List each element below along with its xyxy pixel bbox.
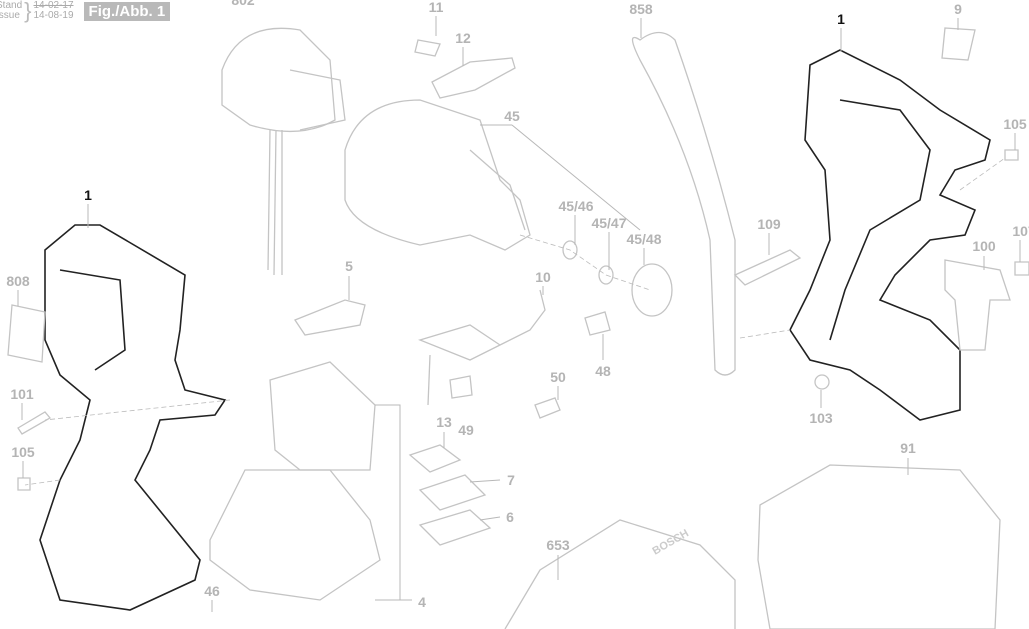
label-4[interactable]: 4 (418, 594, 426, 610)
issue-label: Issue (0, 10, 20, 21)
part-switch-4[interactable] (269, 361, 376, 471)
figure-badge: Fig./Abb. 1 (83, 1, 171, 21)
part-12[interactable] (431, 57, 516, 99)
part-labels: 802 11 12 858 1 9 45 45/46 45/47 45/48 1… (6, 0, 1029, 610)
part-motor-802[interactable] (221, 27, 346, 276)
label-11[interactable]: 11 (429, 0, 444, 15)
part-screw-101[interactable] (17, 411, 51, 435)
part-49[interactable] (449, 375, 473, 399)
part-gearbox-45[interactable] (344, 99, 531, 251)
part-48[interactable] (584, 311, 611, 336)
label-49[interactable]: 49 (458, 422, 474, 438)
label-105-right[interactable]: 105 (1003, 116, 1027, 132)
part-6[interactable] (418, 509, 492, 546)
stand-label: Stand (0, 0, 23, 11)
label-45-48[interactable]: 45/48 (626, 231, 661, 247)
label-46[interactable]: 46 (204, 583, 220, 599)
label-7[interactable]: 7 (507, 472, 515, 488)
part-base-4[interactable] (209, 469, 381, 601)
part-screw-107[interactable] (1014, 261, 1029, 276)
part-screw-105-right[interactable] (1004, 149, 1019, 161)
part-7[interactable] (418, 474, 487, 511)
label-808[interactable]: 808 (6, 273, 30, 289)
part-13[interactable] (408, 444, 462, 473)
label-45[interactable]: 45 (504, 108, 520, 124)
label-105-left[interactable]: 105 (11, 444, 35, 460)
label-101[interactable]: 101 (10, 386, 34, 402)
label-1-right[interactable]: 1 (837, 11, 845, 27)
label-107[interactable]: 107 (1012, 223, 1029, 239)
part-11[interactable] (414, 39, 441, 57)
part-808[interactable] (7, 304, 46, 363)
label-45-47[interactable]: 45/47 (591, 215, 626, 231)
label-5[interactable]: 5 (345, 258, 353, 274)
label-50[interactable]: 50 (550, 369, 566, 385)
brace-icon: } (24, 0, 32, 23)
part-battery-91[interactable] (757, 464, 1001, 629)
stand-date: 14-02-17 (33, 0, 74, 11)
label-653[interactable]: 653 (546, 537, 570, 553)
label-6[interactable]: 6 (506, 509, 514, 525)
label-12[interactable]: 12 (455, 30, 471, 46)
leader-lines (17, 16, 1021, 612)
label-802[interactable]: 802 (231, 0, 255, 8)
part-screw-105-left[interactable] (17, 477, 31, 491)
label-48[interactable]: 48 (595, 363, 611, 379)
label-10[interactable]: 10 (535, 269, 551, 285)
part-strap-858[interactable] (631, 31, 736, 376)
label-858[interactable]: 858 (629, 1, 653, 17)
part-9[interactable] (941, 27, 976, 61)
part-nut-103[interactable] (814, 374, 830, 390)
label-103[interactable]: 103 (809, 410, 833, 426)
label-100[interactable]: 100 (972, 238, 996, 254)
label-13[interactable]: 13 (436, 414, 452, 430)
part-5[interactable] (294, 299, 366, 336)
part-bit-109[interactable] (733, 249, 802, 286)
part-45-48[interactable] (631, 263, 673, 317)
part-housing-right[interactable] (789, 49, 991, 421)
part-wiring-10[interactable] (418, 289, 546, 406)
label-45-46[interactable]: 45/46 (558, 198, 593, 214)
issue-date: 14-08-19 (33, 10, 74, 21)
part-charger-653[interactable]: BOSCH (504, 519, 736, 629)
label-1-left[interactable]: 1 (84, 187, 92, 203)
part-housing-left[interactable] (39, 224, 227, 611)
label-9[interactable]: 9 (954, 1, 962, 17)
part-100[interactable] (944, 259, 1011, 351)
part-45-47[interactable] (598, 265, 614, 285)
label-91[interactable]: 91 (900, 440, 916, 456)
part-50[interactable] (534, 397, 561, 419)
drawing-header: Stand Issue } 14-02-17 14-08-19 Fig./Abb… (0, 0, 171, 23)
part-45-46[interactable] (562, 240, 578, 260)
label-109[interactable]: 109 (757, 216, 781, 232)
